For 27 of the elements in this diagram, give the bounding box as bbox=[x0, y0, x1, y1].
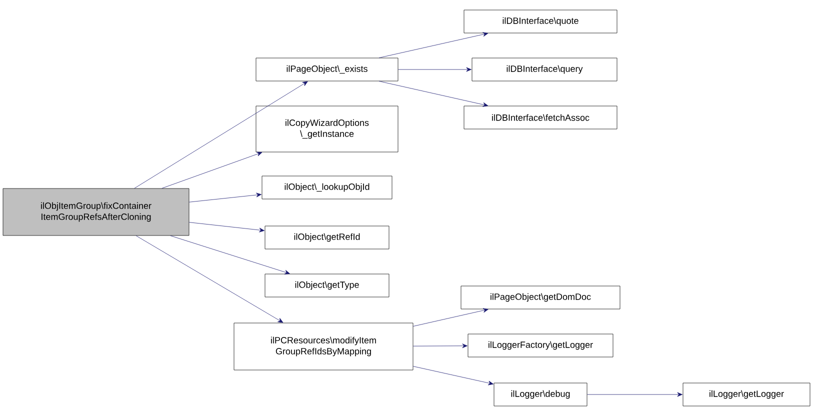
arrow bbox=[398, 67, 472, 72]
function-box: ilDBInterface\fetchAssoc bbox=[464, 106, 618, 130]
arrow bbox=[136, 236, 284, 323]
arrow bbox=[134, 81, 308, 188]
function-box: ilObject\getType bbox=[264, 274, 390, 298]
function-box: ilObject\getRefId bbox=[264, 226, 390, 250]
function-box: ilPCResources\modifyItem GroupRefIdsByMapping bbox=[234, 322, 414, 370]
arrow bbox=[170, 236, 290, 274]
arrow bbox=[189, 192, 262, 202]
arrow bbox=[162, 152, 262, 188]
function-box: ilDBInterface\quote bbox=[464, 10, 618, 34]
function-box: ilPageObject\_exists bbox=[256, 58, 398, 82]
arrow bbox=[413, 366, 494, 386]
function-box: ilCopyWizardOptions \_getInstance bbox=[256, 106, 398, 152]
function-box: ilObjItemGroup\fixContainer ItemGroupRefsAfterCloning bbox=[2, 188, 190, 236]
function-box: ilObject\_lookupObjId bbox=[262, 176, 392, 200]
arrow bbox=[587, 392, 682, 397]
arrow bbox=[413, 308, 488, 326]
arrow bbox=[378, 81, 488, 107]
arrow bbox=[413, 344, 468, 348]
function-box: ilLogger\debug bbox=[494, 382, 588, 406]
arrow bbox=[189, 222, 264, 232]
function-box: ilLoggerFactory\getLogger bbox=[468, 334, 614, 358]
function-box: ilPageObject\getDomDoc bbox=[460, 286, 620, 310]
function-box: ilDBInterface\query bbox=[472, 58, 618, 82]
arrow bbox=[378, 32, 488, 58]
function-box: ilLogger\getLogger bbox=[682, 382, 810, 406]
